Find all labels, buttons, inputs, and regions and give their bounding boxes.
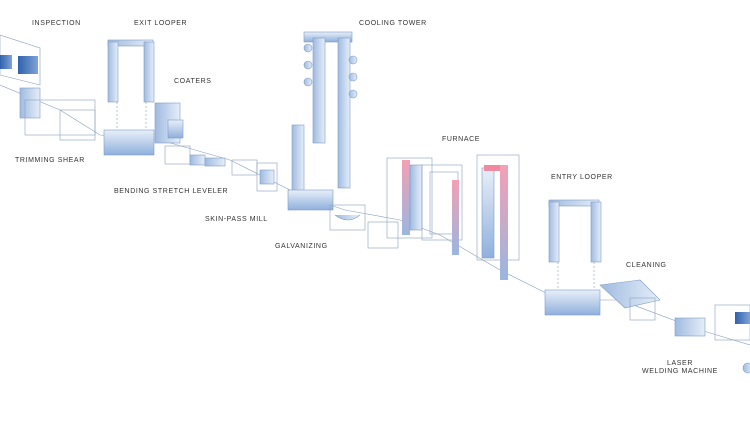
label-exit-looper: EXIT LOOPER xyxy=(134,20,188,27)
label-inspection: INSPECTION xyxy=(32,20,81,27)
label-cleaning: CLEANING xyxy=(626,262,667,269)
label-bending-stretch-leveler: BENDING STRETCH LEVELER xyxy=(114,188,229,195)
skin-pass-mill xyxy=(256,162,278,192)
bending-stretch-leveler xyxy=(189,154,258,176)
laser-welding-machine xyxy=(674,304,750,374)
cleaning-section xyxy=(599,279,661,321)
label-laser-welding-machine: LASER WELDING MACHINE xyxy=(640,360,720,376)
label-welding-machine: WELDING MACHINE xyxy=(642,368,718,375)
steel-strip-path xyxy=(0,84,750,346)
furnace xyxy=(386,154,520,280)
label-furnace: FURNACE xyxy=(442,136,481,143)
label-entry-looper: ENTRY LOOPER xyxy=(551,174,613,181)
coaters xyxy=(154,102,191,165)
galvanizing-pot xyxy=(329,204,399,249)
label-trimming-shear: TRIMMING SHEAR xyxy=(15,157,85,164)
cooling-tower xyxy=(287,31,358,211)
exit-looper xyxy=(103,39,155,156)
entry-looper xyxy=(544,199,602,316)
label-coaters: COATERS xyxy=(174,78,212,85)
label-cooling-tower: COOLING TOWER xyxy=(359,20,427,27)
label-laser: LASER xyxy=(667,360,693,367)
inspection-station xyxy=(0,34,96,141)
label-skin-pass-mill: SKIN-PASS MILL xyxy=(205,216,268,223)
label-galvanizing: GALVANIZING xyxy=(275,243,328,250)
